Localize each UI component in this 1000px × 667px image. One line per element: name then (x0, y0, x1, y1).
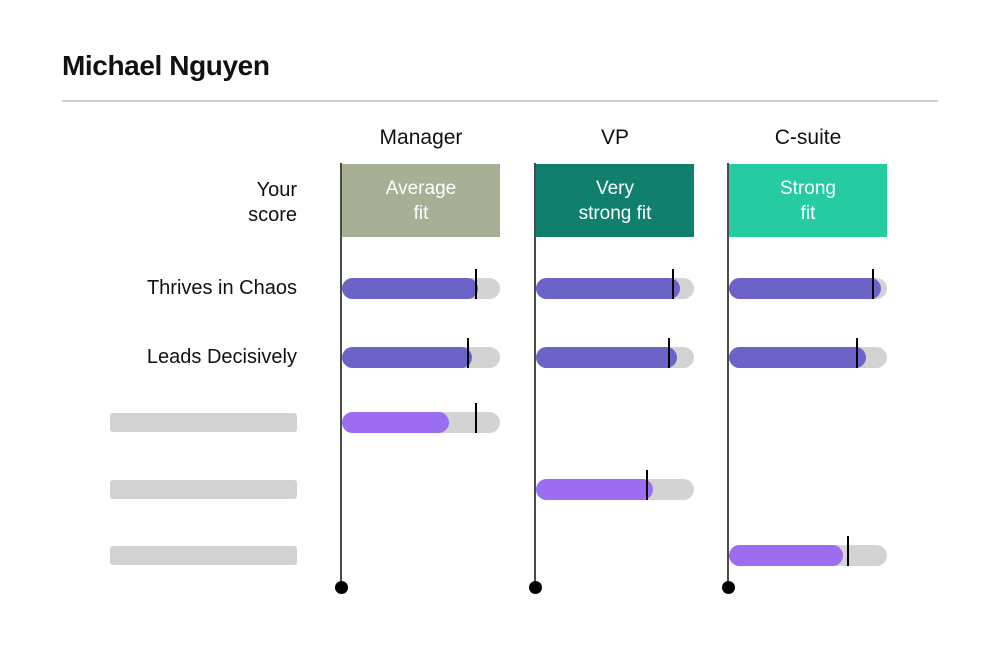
score-fill (342, 346, 472, 368)
score-fill (729, 277, 881, 299)
score-fill (536, 346, 677, 368)
fit-badge-line: fit (800, 202, 816, 224)
column-header-vp: VP (600, 126, 629, 149)
page-title: Michael Nguyen (62, 50, 270, 81)
fit-badge-line: Average (385, 177, 457, 199)
benchmark-tick (846, 535, 849, 566)
column-header-manager: Manager (379, 126, 463, 149)
score-fill (342, 411, 450, 433)
column-header-c-suite: C-suite (774, 126, 842, 149)
row-label: Leads Decisively (146, 346, 297, 368)
benchmark-tick (871, 268, 874, 299)
row-label: Thrives in Chaos (146, 277, 297, 299)
fit-badge-line: Strong (780, 177, 836, 199)
benchmark-tick (855, 337, 858, 368)
redacted-row-label (110, 545, 297, 565)
score-fill (342, 277, 478, 299)
axis-dot (721, 580, 735, 594)
your-score-line1: Your (256, 179, 297, 201)
score-fill (536, 277, 680, 299)
fit-badge-line: fit (413, 202, 429, 224)
fit-badge-line: strong fit (578, 202, 652, 224)
benchmark-tick (467, 337, 470, 368)
axis-line (340, 163, 342, 581)
your-score-line2: score (248, 204, 297, 226)
benchmark-tick (475, 402, 478, 433)
fit-badge-c-suite: Strong fit (729, 164, 887, 237)
axis-line (727, 163, 729, 581)
score-fill (729, 346, 867, 368)
benchmark-tick (645, 469, 648, 500)
axis-dot (334, 580, 348, 594)
fit-badge-vp: Very strong fit (536, 164, 694, 237)
benchmark-tick (672, 268, 675, 299)
axis-line (534, 163, 536, 581)
score-fill (536, 478, 653, 500)
redacted-row-label (110, 412, 297, 432)
your-score-label: Your score (60, 178, 297, 228)
redacted-row-label (110, 479, 297, 499)
score-fill (729, 544, 843, 566)
fit-badge-manager: Average fit (342, 164, 500, 237)
benchmark-tick (475, 268, 478, 299)
axis-dot (528, 580, 542, 594)
benchmark-tick (667, 337, 670, 368)
fit-badge-line: Very (595, 177, 635, 199)
divider (62, 100, 938, 102)
